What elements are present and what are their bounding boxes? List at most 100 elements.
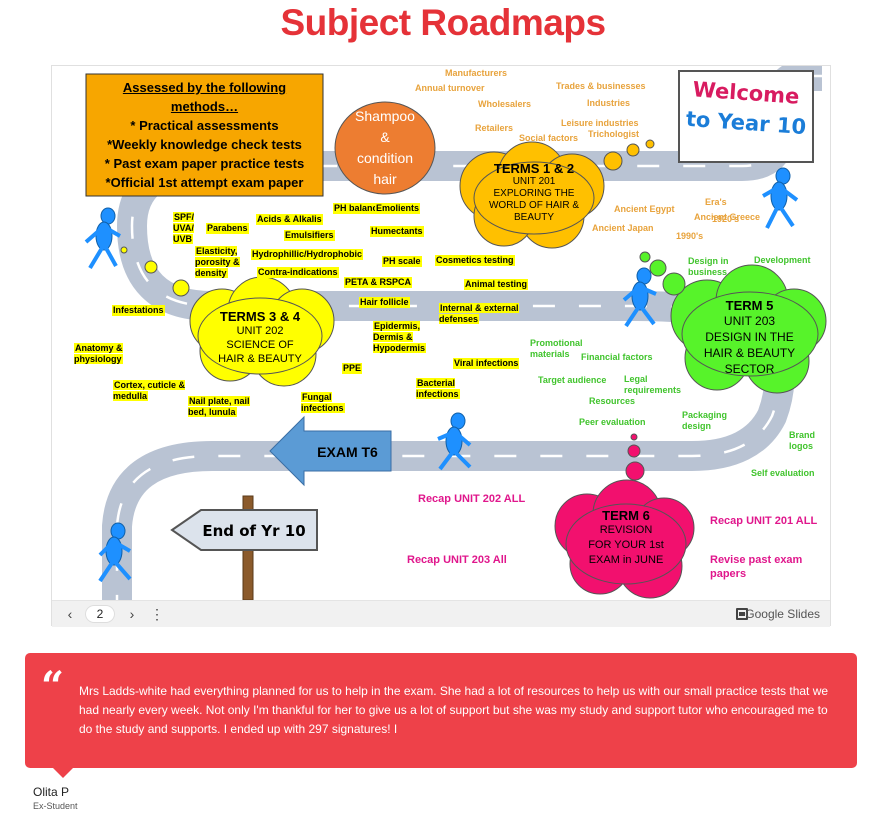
- testimonial-author: Olita P: [33, 785, 70, 799]
- assessed-item: * Past exam paper practice tests: [104, 156, 305, 171]
- assessed-item: *Official 1st attempt exam paper: [105, 175, 304, 190]
- shampoo-line: hair: [373, 171, 397, 187]
- revision-label: Recap UNIT 203 All: [407, 554, 507, 566]
- term12-line: WORLD OF HAIR &: [488, 200, 579, 211]
- topic-label: Manufacturers: [445, 68, 508, 78]
- topic-label: Hair follicle: [359, 297, 410, 308]
- assessed-heading: Assessed by the following methods…: [122, 80, 287, 114]
- topic-label: Nail plate, nail bed, lunula: [188, 396, 260, 418]
- topic-label: Design in business: [688, 256, 729, 277]
- topic-label: Self evaluation: [751, 468, 815, 478]
- topic-label: PH scale: [382, 256, 422, 267]
- shampoo-bubble: Shampoo & condition hair: [335, 106, 435, 190]
- topic-label: Bacterial infections: [416, 378, 464, 400]
- term5-title: TERM 5: [725, 298, 774, 313]
- welcome-line: Welcome: [691, 77, 801, 109]
- topic-label: Target audience: [538, 375, 607, 385]
- topic-label: Anatomy & physiology: [74, 343, 129, 365]
- topic-label: Development: [754, 255, 811, 265]
- term5-line: UNIT 203: [723, 314, 776, 328]
- topic-label: 1920's: [712, 214, 740, 224]
- term34-title: TERMS 3 & 4: [219, 309, 301, 324]
- term34-line: HAIR & BEAUTY: [218, 353, 302, 365]
- term12-line: EXPLORING THE: [493, 188, 575, 199]
- shampoo-line: condition: [356, 150, 414, 166]
- topic-text: Elasticity, porosity & density: [195, 246, 240, 278]
- term34-text: TERMS 3 & 4 UNIT 202 SCIENCE OF HAIR & B…: [200, 309, 320, 366]
- topic-label: Elasticity, porosity & density: [195, 246, 247, 279]
- revision-label: Recap UNIT 201 ALL: [710, 515, 818, 527]
- topic-label: Hydrophillic/Hydrophobic: [251, 249, 364, 260]
- term6-text: TERM 6 REVISION FOR YOUR 1st EXAM in JUN…: [566, 508, 686, 568]
- topic-label: Emulsifiers: [284, 230, 335, 241]
- term12-text: TERMS 1 & 2 UNIT 201 EXPLORING THE WORLD…: [474, 161, 594, 224]
- term5-text: TERM 5 UNIT 203 DESIGN IN THE HAIR & BEA…: [682, 298, 817, 377]
- term6-title: TERM 6: [602, 508, 650, 523]
- topic-label: Contra-indications: [257, 267, 339, 278]
- prev-slide-button[interactable]: ‹: [67, 606, 73, 622]
- quote-icon: “: [41, 663, 65, 710]
- topic-label: Cosmetics testing: [435, 255, 515, 266]
- end-sign-label: End of Yr 10: [202, 522, 306, 540]
- topic-label: Viral infections: [453, 358, 520, 369]
- testimonial-card: “ Mrs Ladds-white had everything planned…: [25, 653, 857, 778]
- welcome-sign: Welcome to Year 10: [679, 77, 813, 139]
- topic-label: Epidermis, Dermis & Hypodermis: [373, 321, 433, 354]
- topic-label: SPF/ UVA/ UVB: [173, 212, 201, 245]
- welcome-line: to Year 10: [685, 106, 807, 140]
- more-options-icon[interactable]: ⋮: [150, 606, 164, 622]
- topic-text: Cortex, cuticle & medulla: [113, 380, 186, 401]
- term5-line: HAIR & BEAUTY: [703, 346, 796, 360]
- topic-label: 1990's: [676, 231, 704, 241]
- topic-label: Era's: [705, 197, 727, 207]
- term6-line: REVISION: [599, 524, 653, 536]
- google-slides-link[interactable]: Google Slides: [745, 607, 820, 621]
- topic-label: PETA & RSPCA: [344, 277, 413, 288]
- term12-line: BEAUTY: [513, 212, 554, 223]
- google-slides-icon[interactable]: [736, 608, 748, 620]
- topic-label: Peer evaluation: [579, 417, 646, 427]
- topic-label: Animal testing: [464, 279, 529, 290]
- term5-line: DESIGN IN THE: [705, 330, 794, 344]
- roadmap-slide: Assessed by the following methods… * Pra…: [52, 66, 830, 600]
- topic-label: Humectants: [370, 226, 424, 237]
- topic-label: Parabens: [206, 223, 249, 234]
- topic-label: Cortex, cuticle & medulla: [113, 380, 193, 402]
- testimonial-role: Ex-Student: [33, 801, 78, 811]
- topic-text: Internal & external defenses: [439, 303, 519, 324]
- term12-line: UNIT 201: [512, 176, 556, 187]
- shampoo-line: Shampoo: [355, 108, 415, 124]
- exam-arrow-label: EXAM T6: [317, 444, 378, 460]
- topic-label: Social factors: [519, 133, 579, 143]
- topic-label: PPE: [342, 363, 363, 374]
- road-graphic: [84, 66, 827, 600]
- assessed-methods-box: Assessed by the following methods… * Pra…: [86, 78, 323, 192]
- topic-label: Promotional materials: [530, 338, 583, 359]
- term12-title: TERMS 1 & 2: [493, 161, 575, 176]
- slides-embed[interactable]: Assessed by the following methods… * Pra…: [51, 65, 831, 627]
- topic-label: Wholesalers: [478, 99, 532, 109]
- topic-label: Acids & Alkalis: [256, 214, 323, 225]
- slide-page-number[interactable]: 2: [85, 605, 115, 623]
- assessed-item: * Practical assessments: [130, 118, 279, 133]
- topic-label: Ancient Japan: [592, 223, 654, 233]
- topic-label: Financial factors: [581, 352, 653, 362]
- topic-label: PH balance: [333, 203, 384, 214]
- topic-label: Ancient Egypt: [614, 204, 675, 214]
- term34-line: SCIENCE OF: [226, 339, 294, 351]
- topic-label: Fungal infections: [301, 392, 349, 414]
- topic-text: Anatomy & physiology: [74, 343, 123, 364]
- topic-label: Internal & external defenses: [439, 303, 524, 325]
- topic-label: Trades & businesses: [556, 81, 646, 91]
- testimonial-quote: Mrs Ladds-white had everything planned f…: [79, 684, 829, 736]
- topic-label: Annual turnover: [415, 83, 485, 93]
- topic-text: Epidermis, Dermis & Hypodermis: [373, 321, 427, 353]
- topic-text: Nail plate, nail bed, lunula: [188, 396, 250, 417]
- next-slide-button[interactable]: ›: [129, 606, 135, 622]
- topic-text: Fungal infections: [301, 392, 345, 413]
- assessed-item: *Weekly knowledge check tests: [107, 137, 302, 152]
- term12-cloud: [459, 141, 605, 249]
- topic-label: Legal requirements: [624, 374, 682, 395]
- term6-line: FOR YOUR 1st: [588, 539, 664, 551]
- term5-line: SECTOR: [724, 362, 775, 376]
